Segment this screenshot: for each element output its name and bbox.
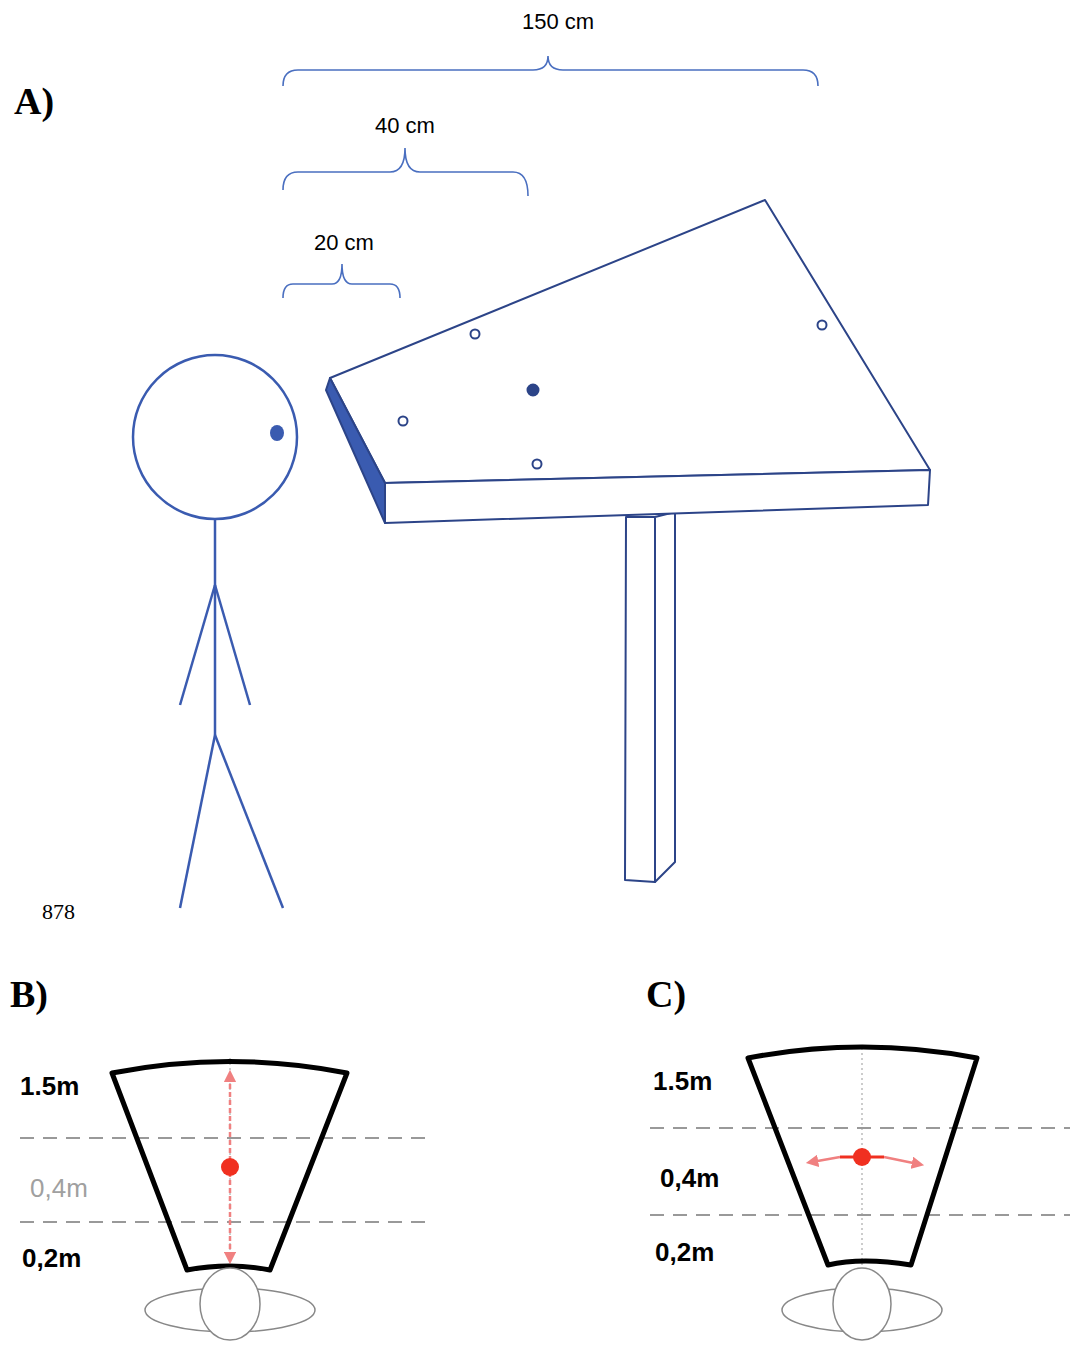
table: [326, 200, 930, 882]
distance-label: 0,4m: [660, 1164, 719, 1193]
panel-c: [650, 1047, 1070, 1340]
dimension-label: 150 cm: [522, 10, 594, 34]
dimension-label: 40 cm: [375, 114, 435, 138]
bracket-40: [283, 148, 528, 196]
panel-letter: C): [646, 974, 686, 1016]
distance-label: 0,2m: [655, 1238, 714, 1267]
panel-b: [20, 1058, 425, 1340]
bracket-20: [283, 264, 400, 298]
distance-label: 1.5m: [20, 1072, 79, 1101]
distance-label: 0,2m: [22, 1244, 81, 1273]
eye: [270, 425, 284, 441]
target-points: [399, 321, 827, 469]
distance-label: 0,4m: [30, 1174, 88, 1203]
distance-label: 1.5m: [653, 1067, 712, 1096]
line-number: 878: [42, 900, 75, 924]
bracket-150: [283, 56, 818, 86]
panel-letter: A): [14, 81, 54, 123]
stick-figure: [133, 355, 297, 908]
panel-letter: B): [10, 974, 48, 1016]
dimension-label: 20 cm: [314, 231, 374, 255]
